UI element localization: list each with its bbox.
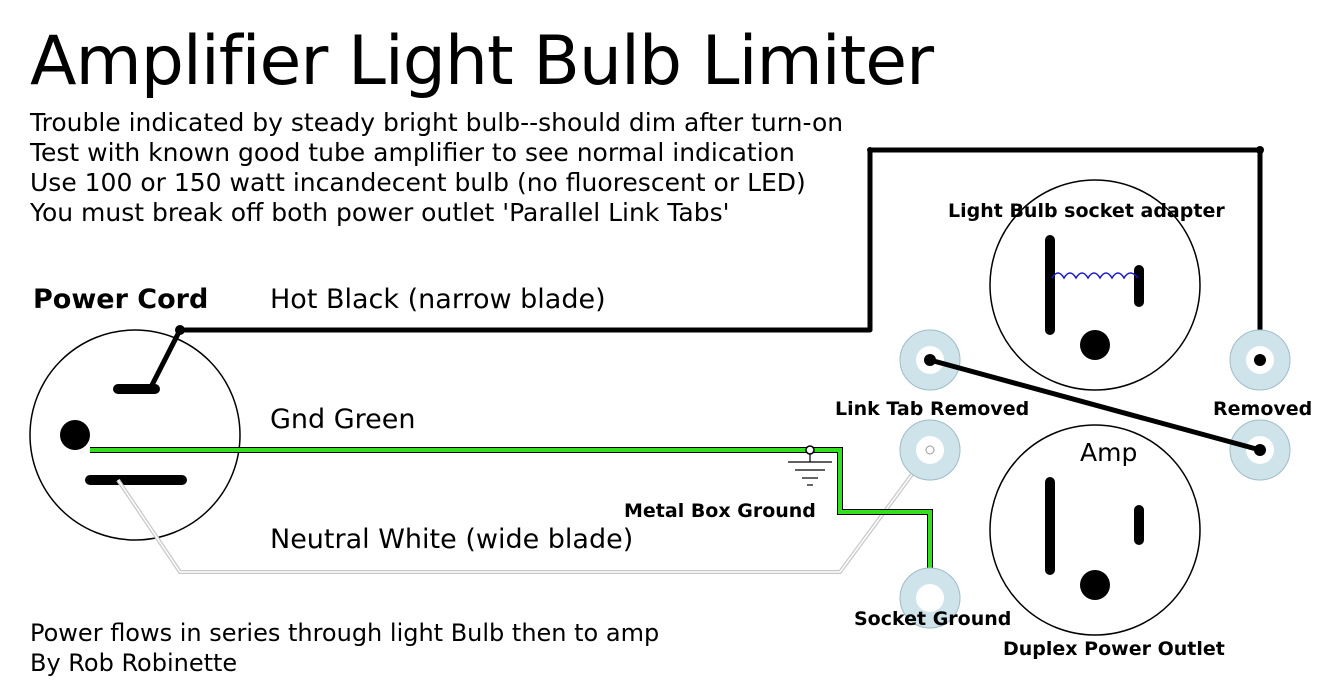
power-cord-label: Power Cord <box>33 284 209 315</box>
socket-ground-label: Socket Ground <box>854 608 1012 630</box>
page-title: Amplifier Light Bulb Limiter <box>30 22 934 101</box>
ground-symbol-icon <box>788 445 832 486</box>
removed-label: Removed <box>1213 398 1313 420</box>
metal-box-ground-label: Metal Box Ground <box>624 500 816 522</box>
neutral-wire-label: Neutral White (wide blade) <box>270 524 634 555</box>
terminal-socket-ground <box>899 567 961 629</box>
filament <box>1051 272 1139 280</box>
duplex-outlet-label: Duplex Power Outlet <box>1003 638 1225 660</box>
terminal-link-bottom <box>899 419 961 481</box>
link-tab-removed-label: Link Tab Removed <box>835 398 1030 420</box>
series-link-wire <box>927 357 1263 453</box>
ground-wire-label: Gnd Green <box>270 404 416 435</box>
duplex-outlet <box>989 424 1201 636</box>
notes-block: Trouble indicated by steady bright bulb-… <box>30 108 843 228</box>
note-line: Use 100 or 150 watt incandecent bulb (no… <box>30 168 806 197</box>
bulb-adapter-label: Light Bulb socket adapter <box>948 200 1225 222</box>
amp-label: Amp <box>1080 438 1138 467</box>
bulb-socket-adapter <box>989 179 1201 391</box>
note-line: Test with known good tube amplifier to s… <box>30 138 795 167</box>
power-cord-plug <box>29 329 241 541</box>
note-line: You must break off both power outlet 'Pa… <box>30 198 730 227</box>
hot-wire-label: Hot Black (narrow blade) <box>270 284 606 315</box>
note-line: Trouble indicated by steady bright bulb-… <box>30 108 844 137</box>
terminal-removed-top <box>1229 329 1291 391</box>
author-credit: By Rob Robinette <box>30 649 238 677</box>
footer-line: Power flows in series through light Bulb… <box>30 619 660 647</box>
hot-wire <box>147 147 1263 391</box>
